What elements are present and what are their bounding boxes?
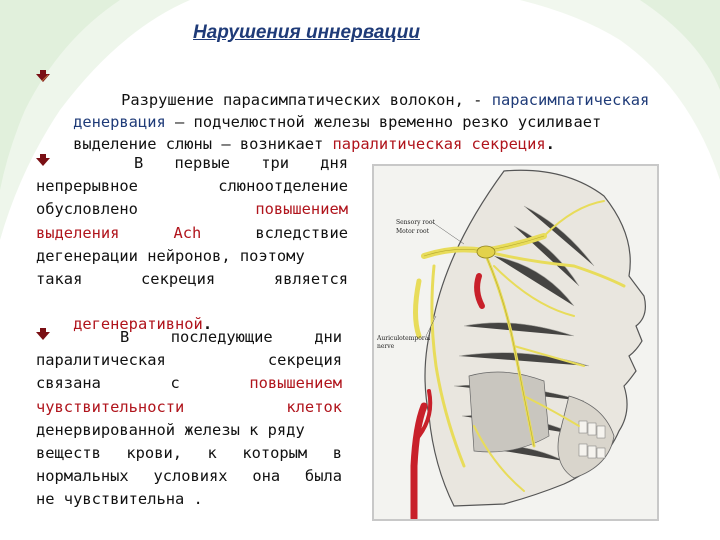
term-release: выделения: [36, 224, 120, 242]
term-sensitivity: чувствительности: [36, 398, 185, 416]
anatomy-illustration: Sensory root Motor root Auriculotemporal…: [372, 164, 659, 522]
slide-title: Нарушения иннервации: [193, 22, 420, 43]
term-denervation: денервация: [73, 113, 166, 131]
para1-text: выделение слюны – возникает: [73, 135, 333, 153]
bullet-arrow-icon: [36, 154, 50, 166]
term-increase: повышением: [255, 200, 348, 218]
label-sensory-root: Sensory root: [396, 219, 435, 226]
term-degenerative: дегенеративной: [73, 315, 203, 333]
label-motor-root: Motor root: [396, 228, 430, 235]
term-increase: повышением: [249, 374, 342, 392]
para1-text: – подчелюстной железы временно резко уси…: [165, 113, 602, 131]
term-cells: клеток: [286, 398, 342, 416]
bullet-arrow-icon: [36, 328, 50, 340]
label-nerve: nerve: [377, 343, 395, 350]
para1-text: Разрушение парасимпатических волокон, -: [121, 91, 492, 109]
bullet-arrow-icon: [36, 70, 50, 82]
head-nerve-diagram: Sensory root Motor root Auriculotemporal…: [376, 169, 646, 522]
term-paralytic-secretion: паралитическая секреция: [332, 135, 546, 153]
label-auriculotemporal: Auriculotemporal: [376, 335, 430, 342]
term-parasympathetic: парасимпатическая: [491, 91, 650, 109]
term-ach: Ach: [173, 224, 202, 242]
